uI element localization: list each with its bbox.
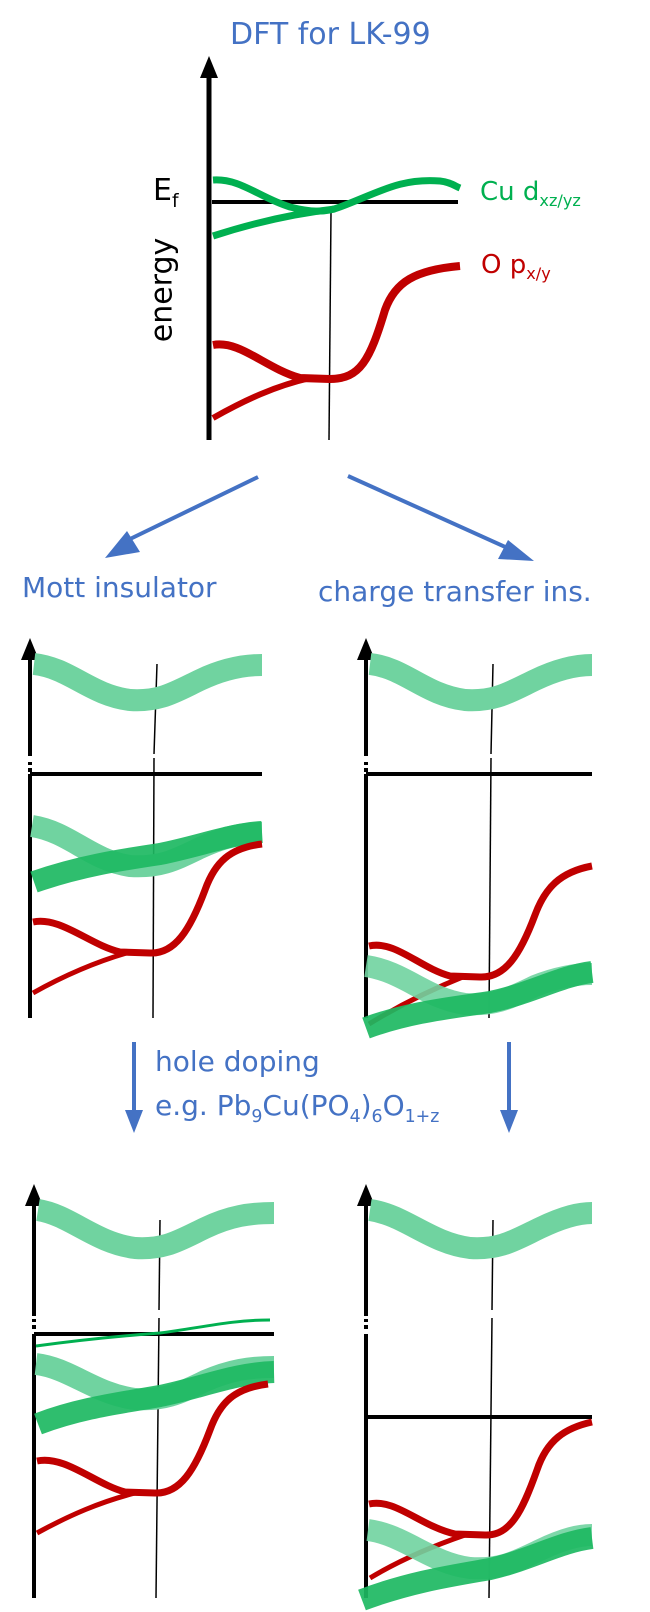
diagram-title: DFT for LK-99 (230, 17, 431, 52)
arrow-right-icon (498, 540, 534, 561)
doped-mott-panel (25, 1184, 275, 1599)
axis-arrowhead-icon (21, 638, 39, 660)
o-band-lower (211, 375, 311, 421)
cu-band-lower (211, 205, 336, 240)
arrow-down-icon (500, 1110, 518, 1133)
legend-cu-d: Cu dxz/yz (480, 177, 581, 211)
axis-arrowhead-icon (357, 1184, 375, 1206)
axis-arrowhead-icon (200, 56, 218, 78)
mott-insulator-label: Mott insulator (22, 571, 217, 604)
arrow-left-icon (105, 531, 140, 558)
fermi-level-label: Ef (153, 173, 179, 213)
doping-arrows (125, 1042, 518, 1133)
charge-transfer-label: charge transfer ins. (318, 575, 592, 608)
charge-transfer-panel (357, 638, 594, 1039)
branch-arrows (105, 474, 534, 561)
doped-charge-transfer-panel (357, 1184, 594, 1611)
k-point-line (328, 211, 332, 441)
mott-panel (21, 638, 263, 1019)
cu-band-upper (212, 176, 462, 215)
axis-arrowhead-icon (25, 1184, 43, 1206)
arrow-down-icon (125, 1110, 143, 1133)
legend-o-p: O px/y (481, 250, 551, 284)
hole-doping-label: hole doping (155, 1045, 320, 1078)
doping-formula: e.g. Pb9Cu(PO4)6O1+z (155, 1089, 440, 1127)
axis-arrowhead-icon (357, 638, 375, 660)
o-band-upper (212, 262, 461, 384)
top-band-panel (200, 56, 462, 441)
